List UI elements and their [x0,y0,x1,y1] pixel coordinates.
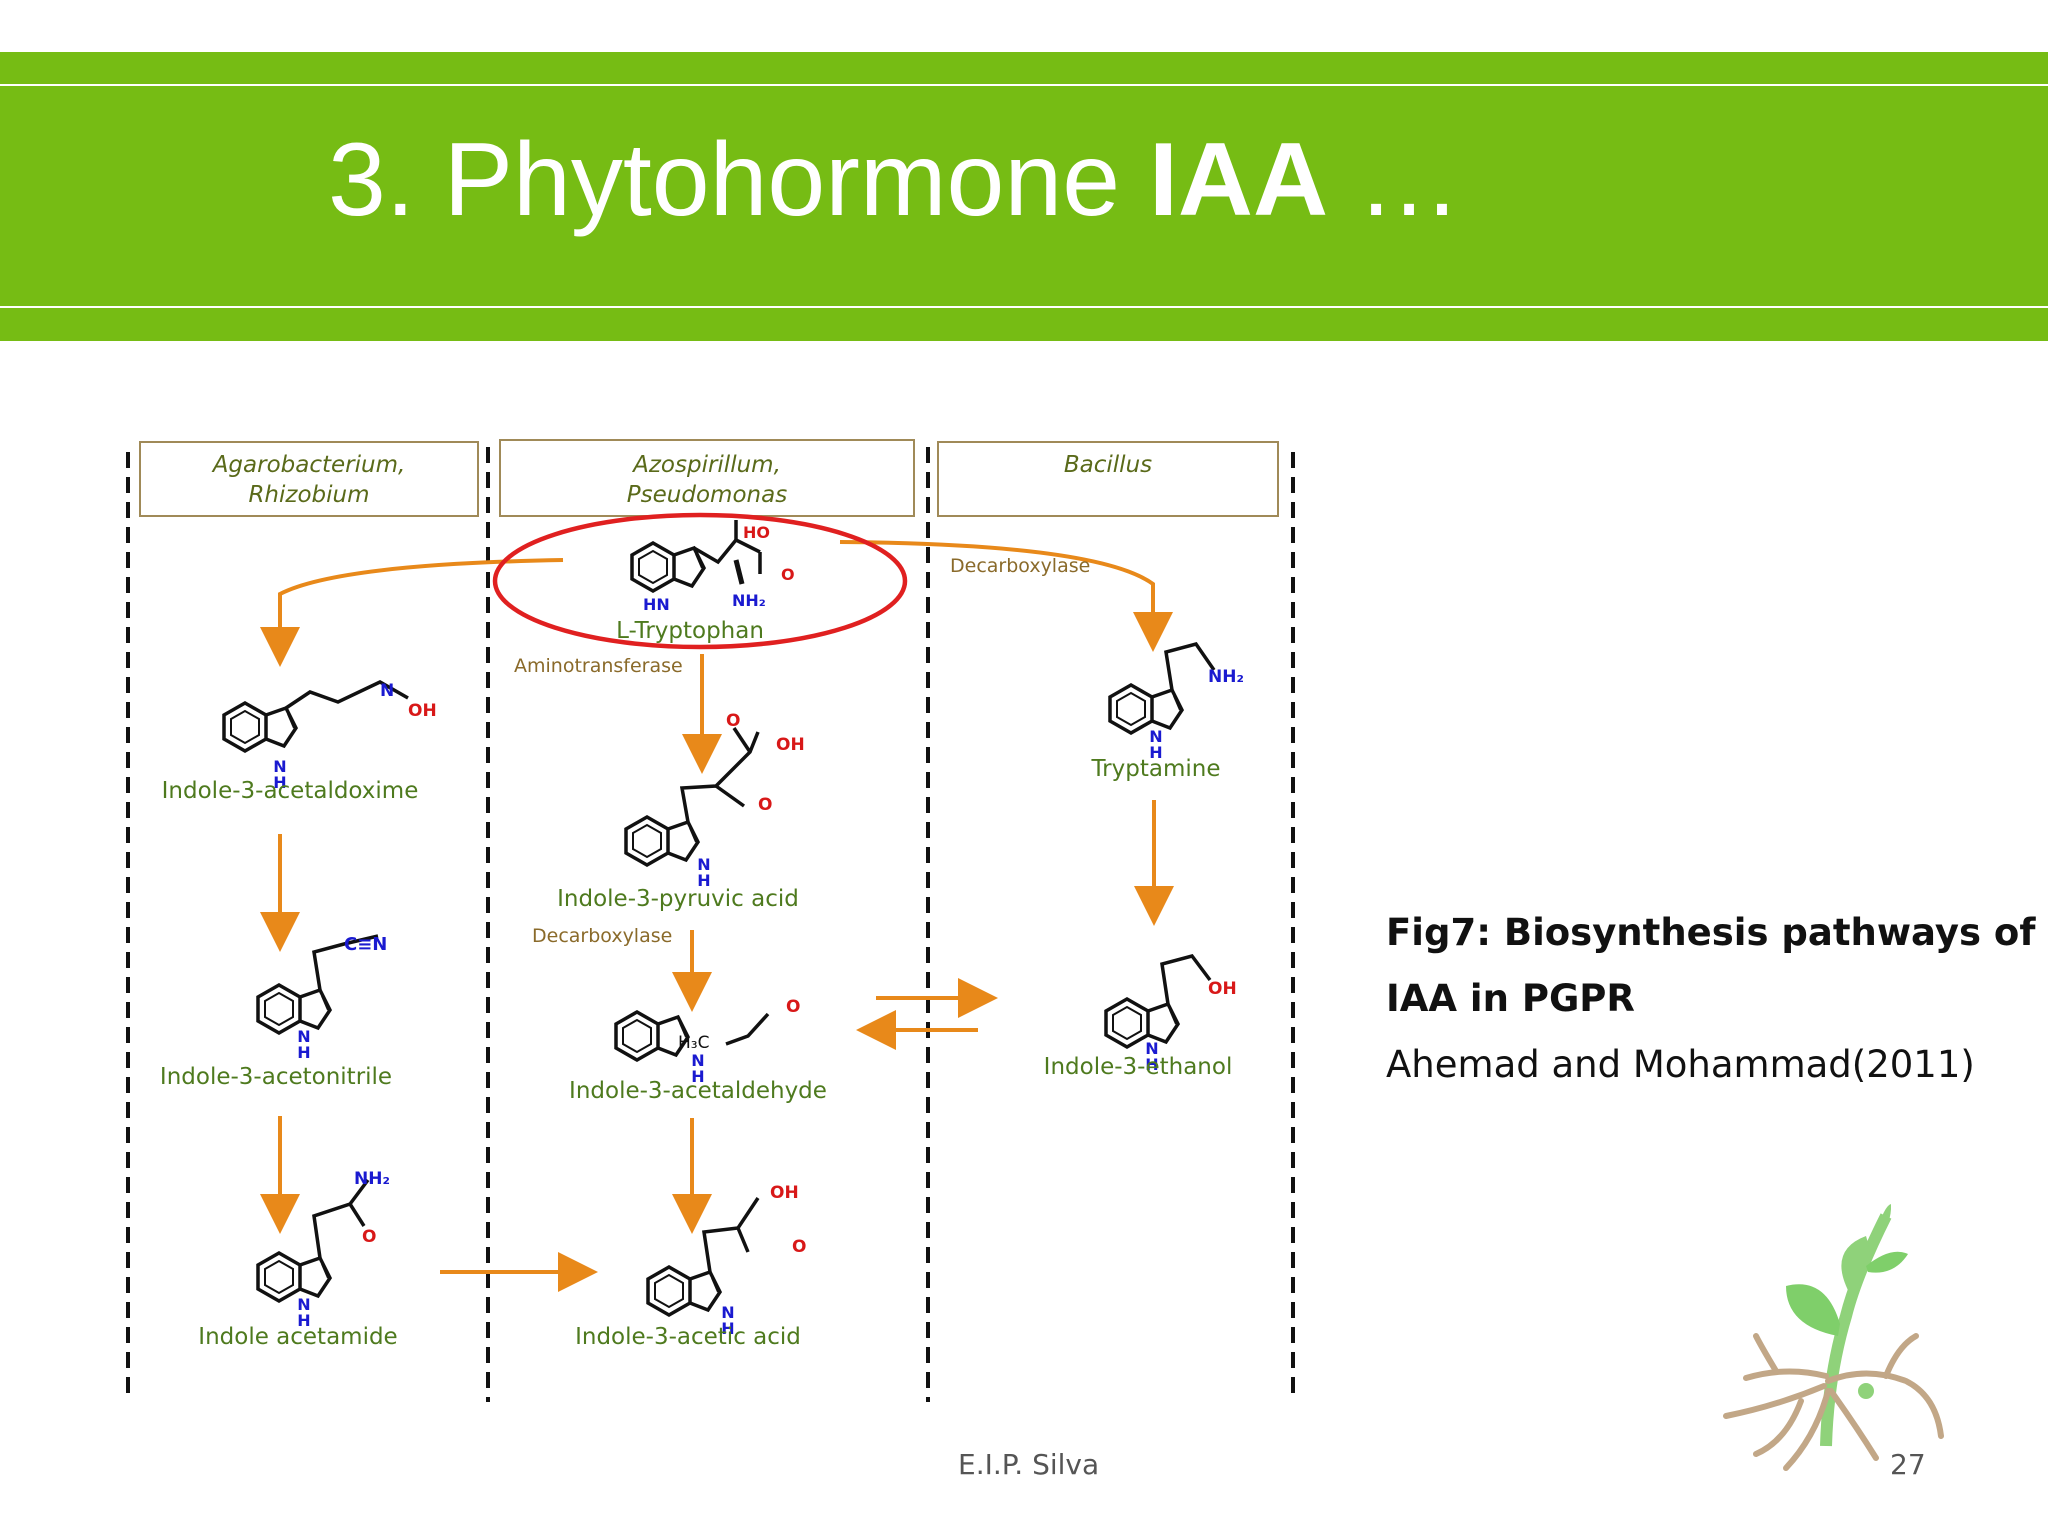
atom-h: H [297,1311,310,1330]
label-indole-3-acetonitrile: Indole-3-acetonitrile [160,1064,392,1090]
banner-rule-bottom [0,306,2048,308]
title-bold: IAA [1148,122,1329,238]
col1-line1: Agarobacterium, [211,452,406,478]
compound-indole-3-ethanol: OH N H Indole-3-ethanol [1044,954,1237,1080]
atom-oh: OH [776,735,805,755]
sprout-with-roots-icon [1723,1204,1944,1471]
atom-h: H [1149,743,1162,762]
footer-author: E.I.P. Silva [958,1448,1100,1481]
atom-n: N [697,855,710,874]
atom-n: N [273,757,286,776]
enzyme-decarboxylase-top: Decarboxylase [950,555,1090,577]
title-prefix: 3. Phytohormone [328,122,1149,238]
label-indole-3-acetaldehyde: Indole-3-acetaldehyde [569,1078,827,1104]
col2-line1: Azospirillum, [631,452,781,478]
compound-tryptamine: NH₂ N H Tryptamine [1091,641,1244,782]
atom-oh: OH [1208,979,1237,999]
atom-n: N [721,1303,734,1322]
label-indole-3-ethanol: Indole-3-ethanol [1044,1054,1233,1080]
title-suffix: … [1328,122,1461,238]
atom-ho: HO [743,523,770,542]
label-indole-3-acetaldoxime: Indole-3-acetaldoxime [162,778,419,804]
atom-h: H [697,871,710,890]
atom-cn: C≡N [344,934,387,955]
atom-nh2: NH₂ [732,591,766,610]
highlight-circle [492,512,908,650]
atom-h: H [273,773,286,792]
atom-n: N [297,1027,310,1046]
atom-h: H [691,1067,704,1086]
compound-indole-3-acetaldehyde: H₃C O N H Indole-3-acetaldehyde [569,997,827,1104]
figure-caption: Fig7: Biosynthesis pathways of IAA in PG… [1386,900,2035,1098]
atom-n: N [1149,727,1162,746]
label-tryptamine: Tryptamine [1091,756,1221,782]
atom-h: H [1145,1055,1158,1074]
atom-h3c: H₃C [678,1033,709,1053]
atom-o: O [726,711,740,731]
compound-indole-3-acetonitrile: C≡N N H Indole-3-acetonitrile [160,934,392,1090]
caption-reference: Ahemad and Mohammad(2011) [1386,1043,1975,1086]
column-header-3: Bacillus [937,441,1279,517]
compound-l-tryptophan: HO O HN NH₂ L-Tryptophan [492,512,908,650]
compound-indole-3-acetic-acid: OH O N H Indole-3-acetic acid [575,1183,806,1350]
compound-indole-acetamide: NH₂ O N H Indole acetamide [198,1169,397,1350]
atom-oh: OH [770,1183,799,1203]
atom-n: N [1145,1039,1158,1058]
page-number: 27 [1890,1448,1926,1481]
atom-h: H [721,1319,734,1338]
column-dividers [126,447,1295,1402]
atom-hn: HN [643,595,670,614]
label-indole-acetamide: Indole acetamide [198,1324,397,1350]
compound-indole-3-pyruvic-acid: O OH O N H Indole-3-pyruvic acid [557,711,805,912]
label-indole-3-acetic-acid: Indole-3-acetic acid [575,1324,801,1350]
enzyme-aminotransferase: Aminotransferase [514,655,683,677]
col3-line1: Bacillus [1064,452,1152,478]
atom-o: O [786,997,800,1017]
compound-indole-3-acetaldoxime: N OH N H Indole-3-acetaldoxime [162,680,437,804]
caption-line-1: Fig7: Biosynthesis pathways of [1386,911,2036,954]
atom-o: O [792,1237,806,1257]
atom-nh2: NH₂ [1208,667,1244,687]
atom-oh: OH [408,701,437,721]
col1-line2: Rhizobium [248,482,369,508]
atom-nh2: NH₂ [354,1169,390,1189]
column-header-2: Azospirillum, Pseudomonas [499,439,915,517]
atom-h: H [297,1043,310,1062]
atom-n: N [691,1051,704,1070]
column-header-1: Agarobacterium, Rhizobium [139,441,479,517]
atom-o: O [362,1227,376,1247]
enzyme-decarboxylase-mid: Decarboxylase [532,925,672,947]
caption-line-2: IAA in PGPR [1386,977,1635,1020]
atom-n: N [380,681,394,701]
title-banner [0,52,2048,341]
atom-n: N [297,1295,310,1314]
pathway-arrows [260,540,1174,1292]
col2-line2: Pseudomonas [627,482,787,508]
slide-title: 3. Phytohormone IAA … [328,128,1461,232]
iaa-pathway-diagram: Agarobacterium, Rhizobium Azospirillum, … [126,439,1295,1402]
label-indole-3-pyruvic-acid: Indole-3-pyruvic acid [557,886,799,912]
atom-o: O [781,565,795,584]
label-l-tryptophan: L-Tryptophan [616,618,764,644]
banner-rule-top [0,84,2048,86]
atom-o: O [758,795,772,815]
